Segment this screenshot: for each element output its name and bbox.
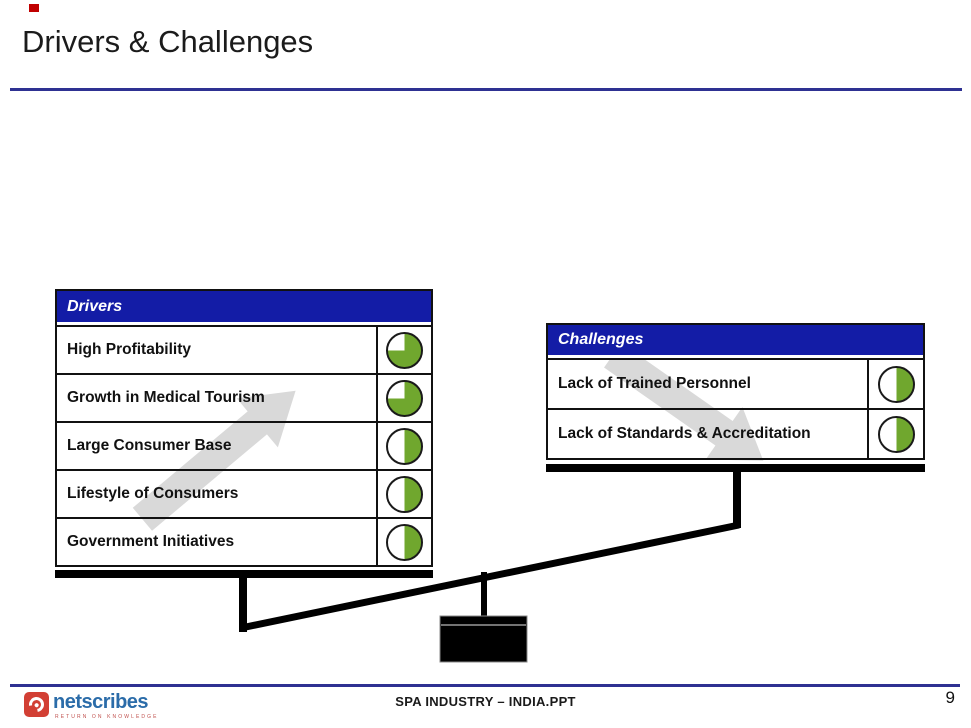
page-number: 9 [945, 688, 955, 707]
challenge-label: Lack of Trained Personnel [558, 375, 751, 392]
footer-divider [10, 684, 960, 687]
rating-cell [867, 360, 923, 408]
netscribes-logo: netscribes RETURN ON KNOWLEDGE [24, 692, 159, 720]
table-row: Government Initiatives [57, 517, 431, 565]
table-row: Lack of Standards & Accreditation [548, 408, 923, 458]
page-title: Drivers & Challenges [22, 24, 314, 59]
left-post [239, 576, 247, 632]
driver-label: High Profitability [67, 341, 191, 358]
rating-cell [867, 410, 923, 458]
driver-label: Government Initiatives [67, 533, 235, 550]
table-row: Lack of Trained Personnel [548, 358, 923, 408]
driver-label: Large Consumer Base [67, 437, 232, 454]
harvey-ball-icon [386, 475, 423, 513]
rating-cell [376, 375, 431, 421]
title-divider [10, 88, 962, 91]
brand-name: netscribes [53, 691, 149, 713]
drivers-tray-bar [55, 570, 433, 578]
harvey-ball-icon [877, 365, 915, 403]
challenges-tray-bar [546, 464, 925, 472]
harvey-ball-icon [386, 427, 423, 465]
table-row: Lifestyle of Consumers [57, 469, 431, 517]
rating-cell [376, 423, 431, 469]
fulcrum-base [439, 615, 528, 663]
footer-filename: SPA INDUSTRY – INDIA.PPT [395, 694, 576, 709]
driver-label: Lifestyle of Consumers [67, 485, 239, 502]
challenges-down-arrow-icon [604, 342, 764, 461]
right-post [733, 470, 741, 528]
drivers-table: Drivers High Profitability Growth in Med… [55, 289, 433, 567]
netscribes-logo-icon [24, 692, 49, 717]
drivers-up-arrow-icon [132, 390, 296, 531]
table-row: Growth in Medical Tourism [57, 373, 431, 421]
fulcrum-stem [481, 572, 487, 618]
rating-cell [376, 519, 431, 565]
brand-tagline: RETURN ON KNOWLEDGE [55, 714, 159, 720]
rating-cell [376, 471, 431, 517]
seesaw-beam [240, 521, 740, 632]
challenge-label: Lack of Standards & Accreditation [558, 425, 811, 442]
harvey-ball-icon [386, 379, 423, 417]
rating-cell [376, 327, 431, 373]
harvey-ball-icon [877, 415, 915, 453]
challenges-table-header: Challenges [548, 325, 923, 358]
logo-text: netscribes RETURN ON KNOWLEDGE [53, 692, 159, 720]
table-row: Large Consumer Base [57, 421, 431, 469]
harvey-ball-icon [386, 523, 423, 561]
table-row: High Profitability [57, 325, 431, 373]
driver-label: Growth in Medical Tourism [67, 389, 265, 406]
harvey-ball-icon [386, 331, 423, 369]
red-accent-square [29, 4, 39, 12]
challenges-table: Challenges Lack of Trained Personnel Lac… [546, 323, 925, 460]
drivers-table-header: Drivers [57, 291, 431, 325]
